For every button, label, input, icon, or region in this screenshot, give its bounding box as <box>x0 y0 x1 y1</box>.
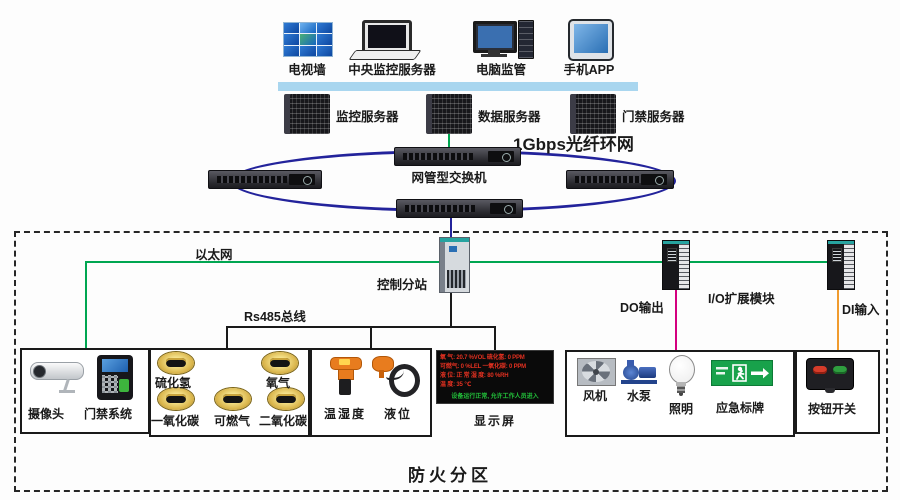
gas-detector-icon <box>158 352 194 374</box>
combustible-label: 可燃气 <box>214 414 251 428</box>
substation-bus-link <box>450 290 452 328</box>
access-label: 门禁系统 <box>84 407 133 421</box>
tv-wall-icon <box>283 22 333 57</box>
ethernet-line-io1 <box>468 261 663 263</box>
light-bulb-icon <box>667 355 695 397</box>
switch-bottom-icon <box>396 199 523 218</box>
central-server-icon <box>362 20 412 54</box>
backbone-bar <box>278 82 638 91</box>
gas-detector-icon <box>215 388 251 410</box>
di-line <box>837 288 839 350</box>
pc-tower-icon <box>518 20 534 59</box>
rs485-label: Rs485总线 <box>244 310 306 324</box>
level-sensor-icon <box>372 356 422 398</box>
co2-label: 二氧化碳 <box>259 414 308 428</box>
substation-icon <box>439 237 470 293</box>
ring-substation-link <box>450 216 452 240</box>
gas-detector-icon <box>262 352 298 374</box>
camera-icon <box>30 362 84 393</box>
rs485-drop-display <box>494 326 496 350</box>
tv-wall-label: 电视墙 <box>288 63 326 77</box>
access-server-label: 门禁服务器 <box>622 110 685 124</box>
led-row: 可燃气: 0 %LEL 一氧化碳: 0 PPM <box>440 364 526 370</box>
tablet-icon <box>568 19 614 61</box>
monitoring-server-icon <box>284 94 330 134</box>
led-display: 氧 气: 20.7 %VOL 硫化氢: 0 PPM 可燃气: 0 %LEL 一氧… <box>436 350 554 404</box>
led-row: 温 度: 35 ℃ <box>440 382 472 388</box>
data-server-icon <box>426 94 472 134</box>
temp-humidity-label: 温湿度 <box>324 407 367 421</box>
o2-label: 氧气 <box>266 376 291 390</box>
switch-right-icon <box>566 170 674 189</box>
fire-zone-label: 防火分区 <box>408 466 492 485</box>
mobile-app-label: 手机APP <box>563 63 615 77</box>
managed-switch-label: 网管型交换机 <box>411 171 487 185</box>
exit-sign-icon <box>710 359 774 387</box>
io-module-di-icon <box>827 240 855 290</box>
led-row: 氧 气: 20.7 %VOL 硫化氢: 0 PPM <box>440 355 525 361</box>
do-label: DO输出 <box>620 301 664 315</box>
switch-left-icon <box>208 170 322 189</box>
pc-supervision-label: 电脑监管 <box>475 63 526 77</box>
ethernet-line-drop <box>85 261 87 348</box>
co-label: 一氧化碳 <box>151 414 200 428</box>
io-module-do-icon <box>662 240 690 290</box>
monitoring-server-label: 监控服务器 <box>336 110 399 124</box>
rs485-bus <box>226 326 496 328</box>
di-label: DI输入 <box>842 303 880 317</box>
rs485-drop-gas <box>226 326 228 348</box>
fan-icon <box>577 358 616 386</box>
pc-base-icon <box>481 54 507 57</box>
access-server-icon <box>570 94 616 134</box>
io-module-label: I/O扩展模块 <box>708 292 775 306</box>
fan-label: 风机 <box>583 389 608 403</box>
light-label: 照明 <box>669 402 694 416</box>
led-row: 液 位: 正 常 湿 度: 80 %RH <box>440 373 509 379</box>
push-button-label: 按钮开关 <box>808 402 857 416</box>
do-line <box>675 288 677 350</box>
central-server-label: 中央监控服务器 <box>348 63 436 77</box>
temp-humidity-icon <box>330 357 362 399</box>
gas-detector-icon <box>158 388 194 410</box>
ethernet-label: 以太网 <box>195 248 233 262</box>
level-label: 液位 <box>384 407 413 421</box>
substation-label: 控制分站 <box>377 278 428 292</box>
display-label: 显示屏 <box>473 414 516 428</box>
pump-label: 水泵 <box>627 389 652 403</box>
pc-stand-icon <box>488 50 500 54</box>
fire-zone-border <box>14 231 888 492</box>
camera-label: 摄像头 <box>28 407 65 421</box>
switch-top-icon <box>394 147 521 166</box>
push-button-icon <box>806 358 854 393</box>
exit-sign-label: 应急标牌 <box>716 401 765 415</box>
pump-icon <box>621 360 657 384</box>
led-status-row: 设备运行正常, 允许工作人员进入 <box>451 394 539 400</box>
rs485-drop-env <box>370 326 372 348</box>
ring-network-label: 1Gbps光纤环网 <box>513 135 634 154</box>
server-switch-link <box>448 134 450 150</box>
data-server-label: 数据服务器 <box>478 110 541 124</box>
ethernet-line-io2 <box>688 261 827 263</box>
ethernet-line <box>86 261 440 263</box>
h2s-label: 硫化氢 <box>155 376 192 390</box>
gas-detector-icon <box>268 388 304 410</box>
access-terminal-icon <box>97 355 133 400</box>
pc-monitor-icon <box>473 21 517 53</box>
